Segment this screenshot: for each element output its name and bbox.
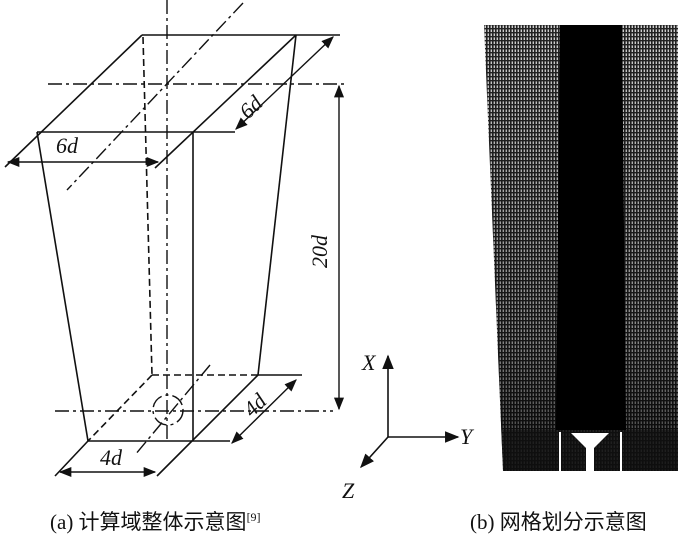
caption-a-text: (a) 计算域整体示意图 <box>50 510 247 534</box>
caption-b: (b) 网格划分示意图 <box>470 510 647 534</box>
mesh-refined-core <box>556 25 626 430</box>
caption-a-ref: [9] <box>246 510 261 524</box>
label-top-depth: 6d <box>234 90 268 124</box>
center-lines <box>48 0 347 456</box>
nozzle <box>559 432 622 471</box>
coordinate-axes <box>360 354 460 469</box>
label-bottom-width: 4d <box>100 445 123 470</box>
label-top-width: 6d <box>56 133 79 158</box>
axis-z-label: Z <box>342 478 355 503</box>
dimension-lines <box>6 36 345 478</box>
label-bottom-depth: 4d <box>238 388 272 422</box>
axis-x-label: X <box>361 350 377 375</box>
label-height: 20d <box>307 234 332 268</box>
mesh-image <box>484 25 678 471</box>
axis-y-label: Y <box>460 424 475 449</box>
caption-a: (a) 计算域整体示意图[9] <box>50 506 261 536</box>
